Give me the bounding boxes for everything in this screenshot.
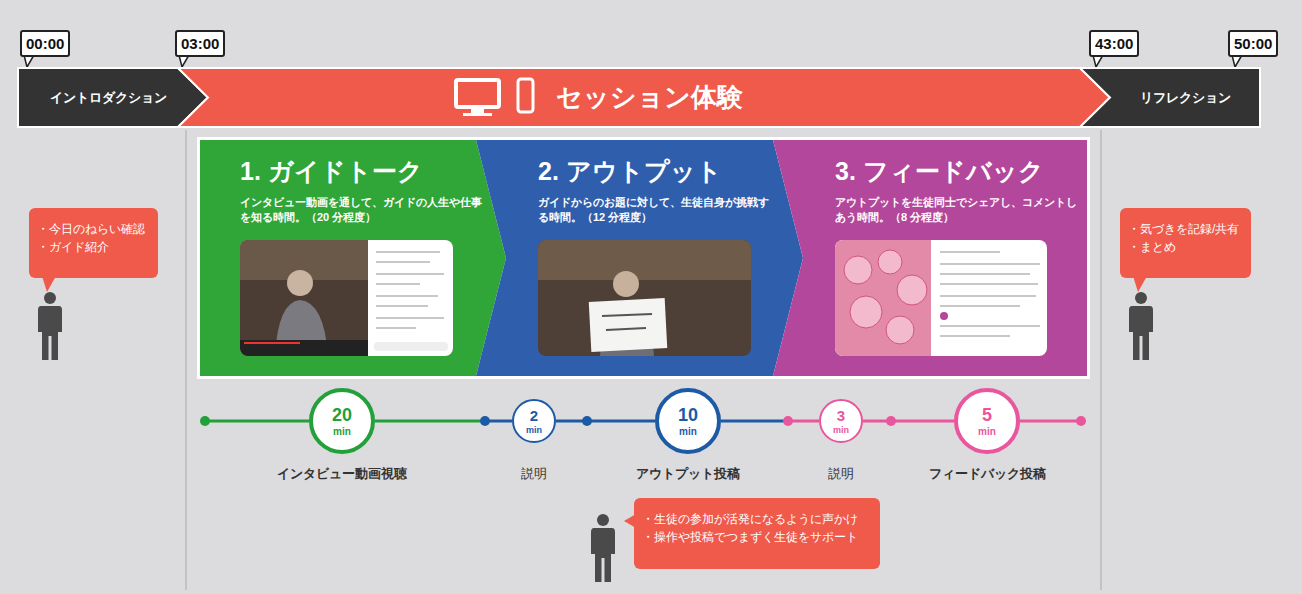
phase-band: セッション体験 bbox=[178, 68, 1110, 127]
duration-circle: 3 min bbox=[819, 399, 863, 443]
time-marker: 00:00 bbox=[20, 30, 70, 57]
timeline-line bbox=[205, 420, 309, 423]
phase-title: リフレクション bbox=[1110, 68, 1260, 127]
step-label: 説明 bbox=[449, 465, 619, 483]
time-text: 50:00 bbox=[1234, 32, 1272, 55]
note-callout: ・気づきを記録/共有・まとめ bbox=[1120, 208, 1251, 278]
time-text: 00:00 bbox=[26, 32, 64, 55]
callout-pointer bbox=[1133, 276, 1147, 292]
phase-title: セッション体験 bbox=[556, 68, 976, 127]
panel-frame bbox=[197, 137, 1090, 379]
step-label: インタビュー動画視聴 bbox=[257, 465, 427, 483]
band-outline bbox=[476, 140, 803, 376]
note-text: ・生徒の参加が活発になるように声かけ bbox=[642, 510, 868, 528]
duration-number: 5 bbox=[982, 406, 992, 424]
duration-number: 2 bbox=[530, 408, 538, 423]
phase-band: イントロダクション bbox=[18, 68, 208, 127]
duration-circle: 10 min bbox=[655, 388, 721, 454]
phase-band: リフレクション bbox=[1080, 68, 1260, 127]
callout-pointer bbox=[42, 276, 56, 292]
timeline-line bbox=[556, 420, 655, 423]
timeline-line bbox=[375, 420, 485, 423]
timeline-connector bbox=[375, 421, 512, 422]
band-outline bbox=[1080, 68, 1260, 127]
timeline-line bbox=[1020, 420, 1081, 423]
step-label: アウトプット投稿 bbox=[603, 465, 773, 483]
duration-unit: min bbox=[833, 426, 849, 435]
band-outline bbox=[773, 140, 1087, 376]
time-marker: 03:00 bbox=[175, 30, 225, 57]
note-text: ・気づきを記録/共有 bbox=[1128, 220, 1239, 238]
timeline-dot bbox=[200, 416, 210, 426]
timeline-line bbox=[721, 420, 788, 423]
duration-number: 20 bbox=[332, 406, 352, 424]
note-text: ・ガイド紹介 bbox=[37, 238, 146, 256]
note-callout: ・今日のねらい確認・ガイド紹介 bbox=[29, 208, 158, 278]
time-marker: 43:00 bbox=[1089, 30, 1139, 57]
step-body: インタビュー動画を通して、ガイドの人生や仕事を知る時間。（20 分程度） bbox=[240, 195, 484, 225]
step-label: 説明 bbox=[756, 465, 926, 483]
step-panel: 2. アウトプットガイドからのお題に対して、生徒自身が挑戦する時間。（12 分程… bbox=[476, 140, 803, 376]
person-figure bbox=[38, 292, 62, 360]
time-text: 03:00 bbox=[181, 32, 219, 55]
duration-unit: min bbox=[526, 426, 542, 435]
note-text: ・今日のねらい確認 bbox=[37, 220, 146, 238]
timeline-dot bbox=[783, 416, 793, 426]
duration-unit: min bbox=[978, 427, 996, 437]
step-label: フィードバック投稿 bbox=[902, 465, 1072, 483]
step-title: 3. フィードバック bbox=[835, 156, 1044, 186]
duration-unit: min bbox=[679, 427, 697, 437]
timeline-dot bbox=[886, 416, 896, 426]
duration-circle: 2 min bbox=[512, 399, 556, 443]
band-outline bbox=[178, 68, 1110, 127]
band-outline bbox=[18, 68, 208, 127]
duration-circle: 20 min bbox=[309, 388, 375, 454]
duration-unit: min bbox=[333, 427, 351, 437]
step-panel: 1. ガイドトークインタビュー動画を通して、ガイドの人生や仕事を知る時間。（20… bbox=[200, 140, 506, 376]
timeline-line bbox=[788, 420, 819, 423]
divider-line bbox=[186, 130, 187, 590]
timeline-line bbox=[863, 420, 954, 423]
timeline-connector bbox=[556, 421, 655, 422]
person-figure bbox=[1129, 292, 1153, 360]
step-panel: 3. フィードバックアウトプットを生徒同士でシェアし、コメントしあう時間。（8 … bbox=[773, 140, 1087, 376]
step-title: 2. アウトプット bbox=[538, 156, 722, 186]
time-text: 43:00 bbox=[1095, 32, 1133, 55]
duration-number: 3 bbox=[837, 408, 845, 423]
timeline-line bbox=[485, 420, 512, 423]
time-marker: 50:00 bbox=[1228, 30, 1278, 57]
timeline-dot bbox=[480, 416, 490, 426]
timeline-connector bbox=[721, 421, 819, 422]
step-body: アウトプットを生徒同士でシェアし、コメントしあう時間。（8 分程度） bbox=[835, 195, 1079, 225]
note-text: ・まとめ bbox=[1128, 238, 1239, 256]
timeline-dot bbox=[1076, 416, 1086, 426]
step-title: 1. ガイドトーク bbox=[240, 156, 423, 186]
timeline-connector bbox=[863, 421, 954, 422]
person-figure bbox=[591, 514, 615, 582]
note-text: ・操作や投稿でつまずく生徒をサポート bbox=[642, 528, 868, 546]
timeline-dot bbox=[582, 416, 592, 426]
note-callout: ・生徒の参加が活発になるように声かけ・操作や投稿でつまずく生徒をサポート bbox=[634, 498, 880, 569]
phase-title: イントロダクション bbox=[18, 68, 198, 127]
duration-number: 10 bbox=[678, 406, 698, 424]
band-outline bbox=[200, 140, 506, 376]
step-body: ガイドからのお題に対して、生徒自身が挑戦する時間。（12 分程度） bbox=[538, 195, 778, 225]
divider-line bbox=[1101, 130, 1102, 590]
duration-circle: 5 min bbox=[954, 388, 1020, 454]
